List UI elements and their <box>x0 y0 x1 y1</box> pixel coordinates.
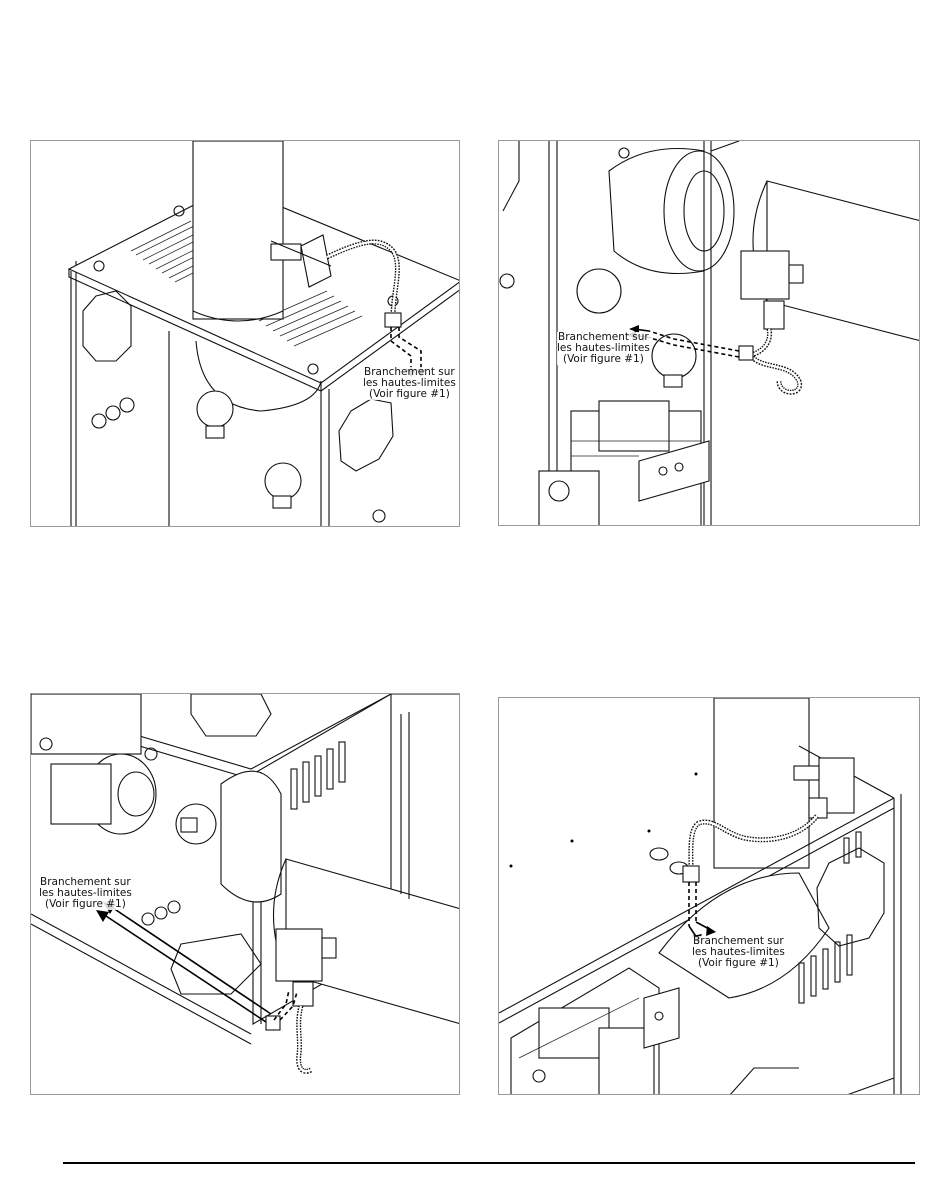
connection-note: Branchement sur les hautes-limites (Voir… <box>39 877 132 910</box>
flue-pipe <box>714 698 809 868</box>
octagonal-opening-front <box>339 399 393 471</box>
connection-note: Branchement sur les hautes-limites (Voir… <box>363 367 456 400</box>
flue-pipe <box>193 141 283 319</box>
connector <box>739 346 753 360</box>
limit-switch-box <box>741 251 789 299</box>
motor-hub <box>265 463 301 499</box>
note-line-3: (Voir figure #1) <box>692 958 785 969</box>
burner-assembly <box>539 401 709 526</box>
octagonal-opening <box>191 694 271 736</box>
connector <box>683 866 699 882</box>
burner-assembly <box>31 694 157 834</box>
connection-note: Branchement sur les hautes-limites (Voir… <box>692 936 785 969</box>
connector <box>385 313 401 327</box>
diagram-panel-bottom-left: Branchement sur les hautes-limites (Voir… <box>30 693 460 1095</box>
flexible-conduit <box>744 329 800 392</box>
diagram-panel-top-right: Branchement sur les hautes-limites (Voir… <box>498 140 920 526</box>
note-line-3: (Voir figure #1) <box>363 389 456 400</box>
footer-rule <box>63 1162 915 1164</box>
connector <box>266 1016 280 1030</box>
note-line-3: (Voir figure #1) <box>557 354 650 365</box>
diagram-panel-bottom-right: Branchement sur les hautes-limites (Voir… <box>498 697 920 1095</box>
duct-pipe <box>767 181 920 341</box>
limit-switch-box <box>276 929 322 981</box>
motor-hub <box>652 334 696 378</box>
flexible-conduit <box>299 1006 311 1071</box>
furnace-drawing-bottom-right <box>499 698 920 1095</box>
motor-hub <box>197 391 233 427</box>
furnace-drawing-top-left <box>31 141 460 527</box>
diagram-panel-top-left: Branchement sur les hautes-limites (Voir… <box>30 140 460 527</box>
connection-note: Branchement sur les hautes-limites (Voir… <box>557 332 650 365</box>
note-line-3: (Voir figure #1) <box>39 899 132 910</box>
burner-assembly <box>511 968 679 1095</box>
